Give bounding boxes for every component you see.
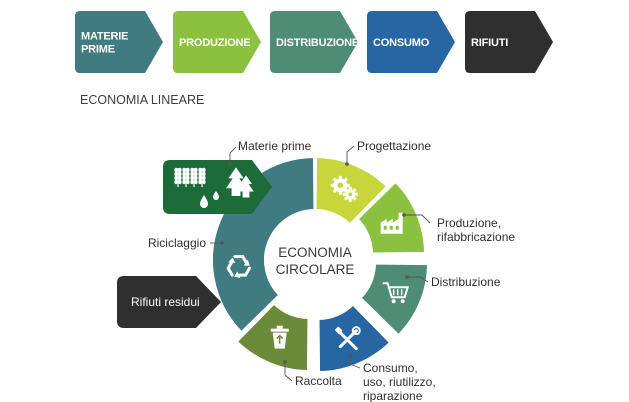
label-consumption: uso, riutilizzo, bbox=[363, 375, 436, 389]
label-consumption: riparazione bbox=[363, 389, 423, 402]
leader-dot bbox=[220, 241, 224, 245]
ring-segment-0 bbox=[314, 155, 389, 226]
label-production: Produzione, bbox=[437, 216, 501, 230]
linear-step-label: MATERIE bbox=[81, 31, 128, 43]
tools-icon bbox=[334, 326, 361, 351]
linear-step-2 bbox=[270, 11, 358, 73]
crops-trees-icon bbox=[174, 167, 254, 208]
leader-dot bbox=[405, 275, 409, 279]
label-recycling: Riciclaggio bbox=[148, 236, 206, 250]
label-production: rifabbricazione bbox=[437, 230, 515, 244]
leader-line bbox=[407, 276, 429, 283]
label-consumption: Consumo, bbox=[363, 361, 418, 375]
linear-step-label: DISTRIBUZIONE bbox=[276, 37, 359, 49]
recycle-icon bbox=[226, 255, 251, 278]
ring-segment-2 bbox=[359, 262, 430, 337]
ring-segment-1 bbox=[356, 180, 427, 255]
linear-step-label: RIFIUTI bbox=[471, 37, 508, 49]
linear-step-1 bbox=[173, 11, 261, 73]
linear-step-label: PRODUZIONE bbox=[179, 37, 250, 49]
circular-economy-labels: Materie prime ProgettazioneProduzione,rif… bbox=[148, 139, 515, 402]
residual-waste-label: Rifiuti residui bbox=[131, 295, 200, 309]
raw-materials-tag bbox=[163, 160, 272, 214]
linear-step-3 bbox=[367, 11, 455, 73]
leader-line bbox=[284, 362, 293, 382]
label-collection: Raccolta bbox=[295, 374, 342, 388]
linear-step-label: CONSUMO bbox=[373, 37, 430, 49]
ring-center bbox=[266, 211, 364, 309]
gears-icon bbox=[330, 175, 358, 202]
leader-line bbox=[346, 145, 355, 164]
label-design: Progettazione bbox=[357, 139, 431, 153]
leader-dot bbox=[228, 162, 232, 166]
bin-icon bbox=[270, 325, 289, 349]
ring-segment-4 bbox=[235, 302, 310, 373]
label-raw-materials: Materie prime bbox=[238, 139, 312, 153]
factory-icon bbox=[380, 212, 403, 234]
center-label: CIRCOLARE bbox=[276, 262, 355, 277]
circular-economy-extras: Rifiuti residui bbox=[117, 160, 272, 328]
leader-line bbox=[349, 356, 361, 369]
linear-economy-title: ECONOMIA LINEARE bbox=[80, 93, 204, 107]
linear-step-label: PRIME bbox=[81, 44, 115, 56]
label-distribution: Distribuzione bbox=[431, 275, 501, 289]
leader-line bbox=[229, 146, 237, 164]
cart-icon bbox=[382, 282, 410, 304]
leader-dot bbox=[348, 354, 352, 358]
ring-segment-3 bbox=[317, 303, 392, 374]
residual-waste-arrow bbox=[117, 276, 221, 328]
leader-dot bbox=[283, 360, 287, 364]
linear-step-0 bbox=[75, 11, 163, 73]
linear-step-4 bbox=[465, 11, 553, 73]
leader-dot bbox=[402, 213, 406, 217]
center-label: ECONOMIA bbox=[278, 245, 352, 260]
leader-line bbox=[404, 214, 431, 224]
leader-dot bbox=[345, 162, 349, 166]
